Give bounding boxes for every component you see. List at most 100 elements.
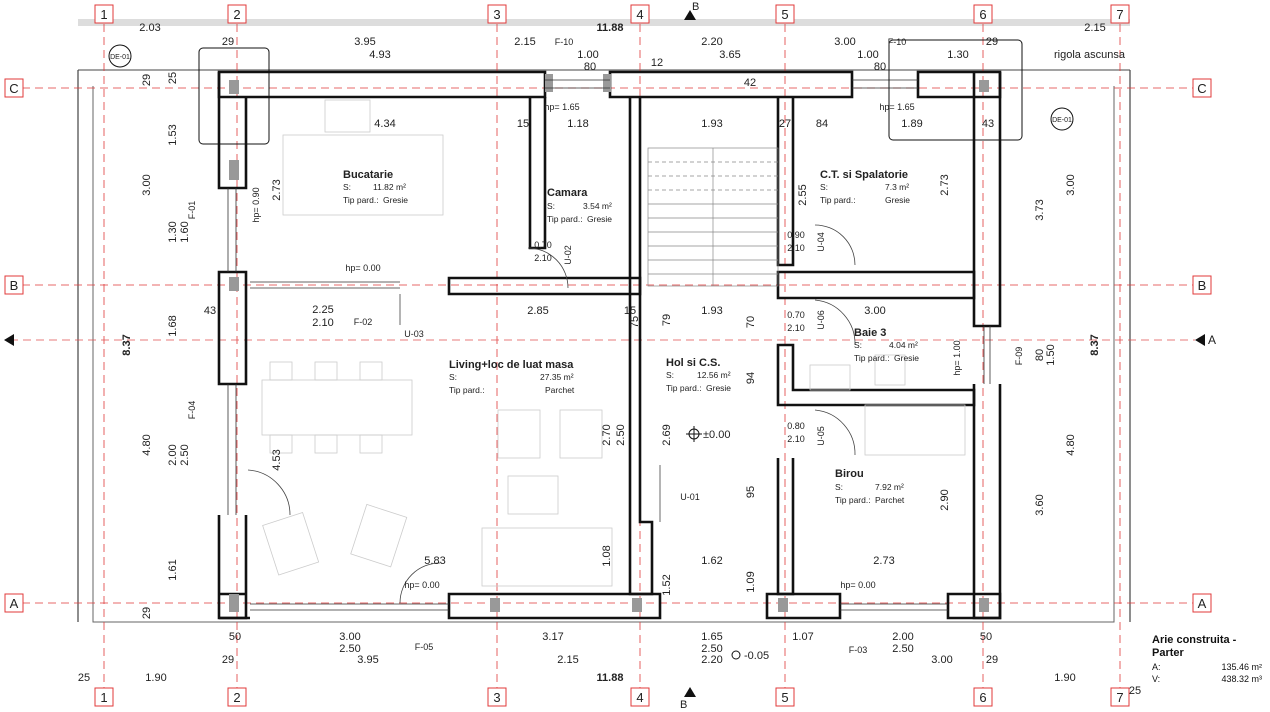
columns bbox=[229, 74, 989, 612]
svg-text:2.10: 2.10 bbox=[534, 253, 552, 263]
svg-text:2.20: 2.20 bbox=[701, 36, 722, 48]
section-arrow-top-icon bbox=[684, 10, 696, 20]
eave-line bbox=[92, 86, 1115, 623]
summary-title: Arie construita - Parter bbox=[1152, 634, 1237, 659]
svg-text:1.30: 1.30 bbox=[167, 221, 179, 242]
svg-text:29: 29 bbox=[141, 74, 153, 86]
svg-text:S:: S: bbox=[666, 370, 674, 380]
svg-text:1.65: 1.65 bbox=[701, 631, 722, 643]
svg-text:95: 95 bbox=[745, 486, 757, 498]
svg-text:2.55: 2.55 bbox=[797, 184, 809, 205]
svg-text:hp= 0.00: hp= 0.00 bbox=[840, 580, 875, 590]
svg-text:Baie 3: Baie 3 bbox=[854, 327, 886, 339]
svg-text:S:: S: bbox=[835, 482, 843, 492]
svg-text:29: 29 bbox=[986, 36, 998, 48]
svg-text:3.17: 3.17 bbox=[542, 631, 563, 643]
room-hol: Hol si C.S. S: 12.56 m² Tip pard.: Gresi… bbox=[666, 357, 731, 393]
svg-text:5.83: 5.83 bbox=[424, 555, 445, 567]
side-dimensions: 8.37 8.37 1.53 3.00 1.30 1.60 1.68 4.80 … bbox=[121, 72, 1101, 619]
grid-col-tag: 1 bbox=[100, 7, 107, 22]
bottom-dimensions: 50 3.00 3.17 1.65 1.07 2.00 50 2.50 2.50… bbox=[78, 631, 1141, 697]
svg-text:hp= 1.65: hp= 1.65 bbox=[879, 102, 914, 112]
svg-text:2.15: 2.15 bbox=[514, 36, 535, 48]
grid-col-tag: 5 bbox=[781, 690, 788, 705]
svg-text:1.00: 1.00 bbox=[577, 49, 598, 61]
grid-row-tag: C bbox=[9, 81, 18, 96]
svg-text:1.18: 1.18 bbox=[567, 118, 588, 130]
svg-text:75: 75 bbox=[629, 316, 641, 328]
room-bucatarie: Bucatarie S: 11.82 m² Tip pard.: Gresie bbox=[343, 169, 408, 205]
svg-text:Tip pard.:: Tip pard.: bbox=[835, 495, 871, 505]
room-ct-spalatorie: C.T. si Spalatorie S: 7.3 m² Tip pard.: … bbox=[820, 169, 910, 205]
svg-text:1.90: 1.90 bbox=[145, 672, 166, 684]
section-arrow-right-icon bbox=[1195, 334, 1205, 346]
grid-col-tag: 7 bbox=[1116, 7, 1123, 22]
svg-text:Tip pard.:: Tip pard.: bbox=[666, 383, 702, 393]
svg-text:2.15: 2.15 bbox=[1084, 22, 1105, 34]
svg-text:29: 29 bbox=[222, 36, 234, 48]
svg-text:Tip pard.:: Tip pard.: bbox=[820, 195, 856, 205]
svg-text:2.50: 2.50 bbox=[892, 643, 913, 655]
svg-text:Tip pard.:: Tip pard.: bbox=[449, 385, 485, 395]
svg-text:hp= 1.65: hp= 1.65 bbox=[544, 102, 579, 112]
svg-text:2.69: 2.69 bbox=[661, 424, 673, 445]
svg-text:F-10: F-10 bbox=[888, 37, 907, 47]
level-mark: ±0.00 bbox=[686, 426, 730, 442]
svg-text:29: 29 bbox=[222, 654, 234, 666]
svg-text:43: 43 bbox=[204, 305, 216, 317]
svg-text:hp= 0.90: hp= 0.90 bbox=[251, 187, 261, 222]
room-camara: Camara S: 3.54 m² Tip pard.: Gresie bbox=[547, 187, 612, 224]
svg-text:F-04: F-04 bbox=[187, 401, 197, 420]
level-marker-icon bbox=[731, 650, 741, 660]
svg-text:Tip pard.:: Tip pard.: bbox=[854, 353, 890, 363]
svg-text:Gresie: Gresie bbox=[706, 383, 731, 393]
svg-text:3.54 m²: 3.54 m² bbox=[583, 201, 612, 211]
svg-text:Gresie: Gresie bbox=[894, 353, 919, 363]
svg-text:3.00: 3.00 bbox=[339, 631, 360, 643]
svg-text:2.50: 2.50 bbox=[179, 444, 191, 465]
svg-text:3.00: 3.00 bbox=[931, 654, 952, 666]
svg-text:8.37: 8.37 bbox=[121, 334, 133, 355]
svg-text:hp= 0.00: hp= 0.00 bbox=[345, 263, 380, 273]
summary-volume-row: V: 438.32 m³ bbox=[1152, 674, 1262, 684]
grid-tags-top: 1 2 3 4 5 6 7 bbox=[94, 4, 1130, 24]
svg-text:Gresie: Gresie bbox=[383, 195, 408, 205]
svg-text:25: 25 bbox=[78, 672, 90, 684]
svg-text:3.95: 3.95 bbox=[354, 36, 375, 48]
svg-text:25: 25 bbox=[167, 72, 179, 84]
svg-text:U-05: U-05 bbox=[816, 426, 826, 446]
svg-text:11.88: 11.88 bbox=[597, 22, 624, 34]
detail-frame bbox=[198, 47, 270, 145]
svg-text:Gresie: Gresie bbox=[587, 214, 612, 224]
section-mark: B bbox=[680, 699, 687, 711]
svg-text:80: 80 bbox=[1034, 349, 1046, 361]
stairs bbox=[647, 147, 779, 287]
room-baie3: Baie 3 S: 4.04 m² Tip pard.: Gresie bbox=[854, 327, 919, 363]
svg-text:F-02: F-02 bbox=[354, 317, 373, 327]
svg-text:29: 29 bbox=[986, 654, 998, 666]
svg-text:2.15: 2.15 bbox=[557, 654, 578, 666]
svg-text:27: 27 bbox=[779, 118, 791, 130]
svg-text:Birou: Birou bbox=[835, 468, 864, 480]
grid-col-tag: 4 bbox=[636, 7, 643, 22]
svg-text:Gresie: Gresie bbox=[885, 195, 910, 205]
room-living: Living+loc de luat masa S: 27.35 m² Tip … bbox=[449, 359, 575, 395]
svg-text:42: 42 bbox=[744, 77, 756, 89]
grid-col-tag: 2 bbox=[233, 690, 240, 705]
svg-text:7.3 m²: 7.3 m² bbox=[885, 182, 909, 192]
svg-text:U-02: U-02 bbox=[563, 245, 573, 265]
grid-tags-bottom: 1 2 3 4 5 6 7 bbox=[94, 687, 1130, 707]
svg-text:2.50: 2.50 bbox=[339, 643, 360, 655]
svg-text:2.03: 2.03 bbox=[139, 22, 160, 34]
svg-text:1.09: 1.09 bbox=[745, 571, 757, 592]
svg-text:U-03: U-03 bbox=[404, 329, 424, 339]
svg-text:S:: S: bbox=[547, 201, 555, 211]
svg-text:29: 29 bbox=[141, 607, 153, 619]
svg-text:0.70: 0.70 bbox=[787, 310, 805, 320]
svg-text:2.50: 2.50 bbox=[701, 643, 722, 655]
svg-text:1.07: 1.07 bbox=[792, 631, 813, 643]
section-arrow-left-icon bbox=[4, 334, 14, 346]
svg-text:94: 94 bbox=[745, 372, 757, 384]
outer-edge bbox=[77, 70, 1131, 622]
svg-text:3.95: 3.95 bbox=[357, 654, 378, 666]
